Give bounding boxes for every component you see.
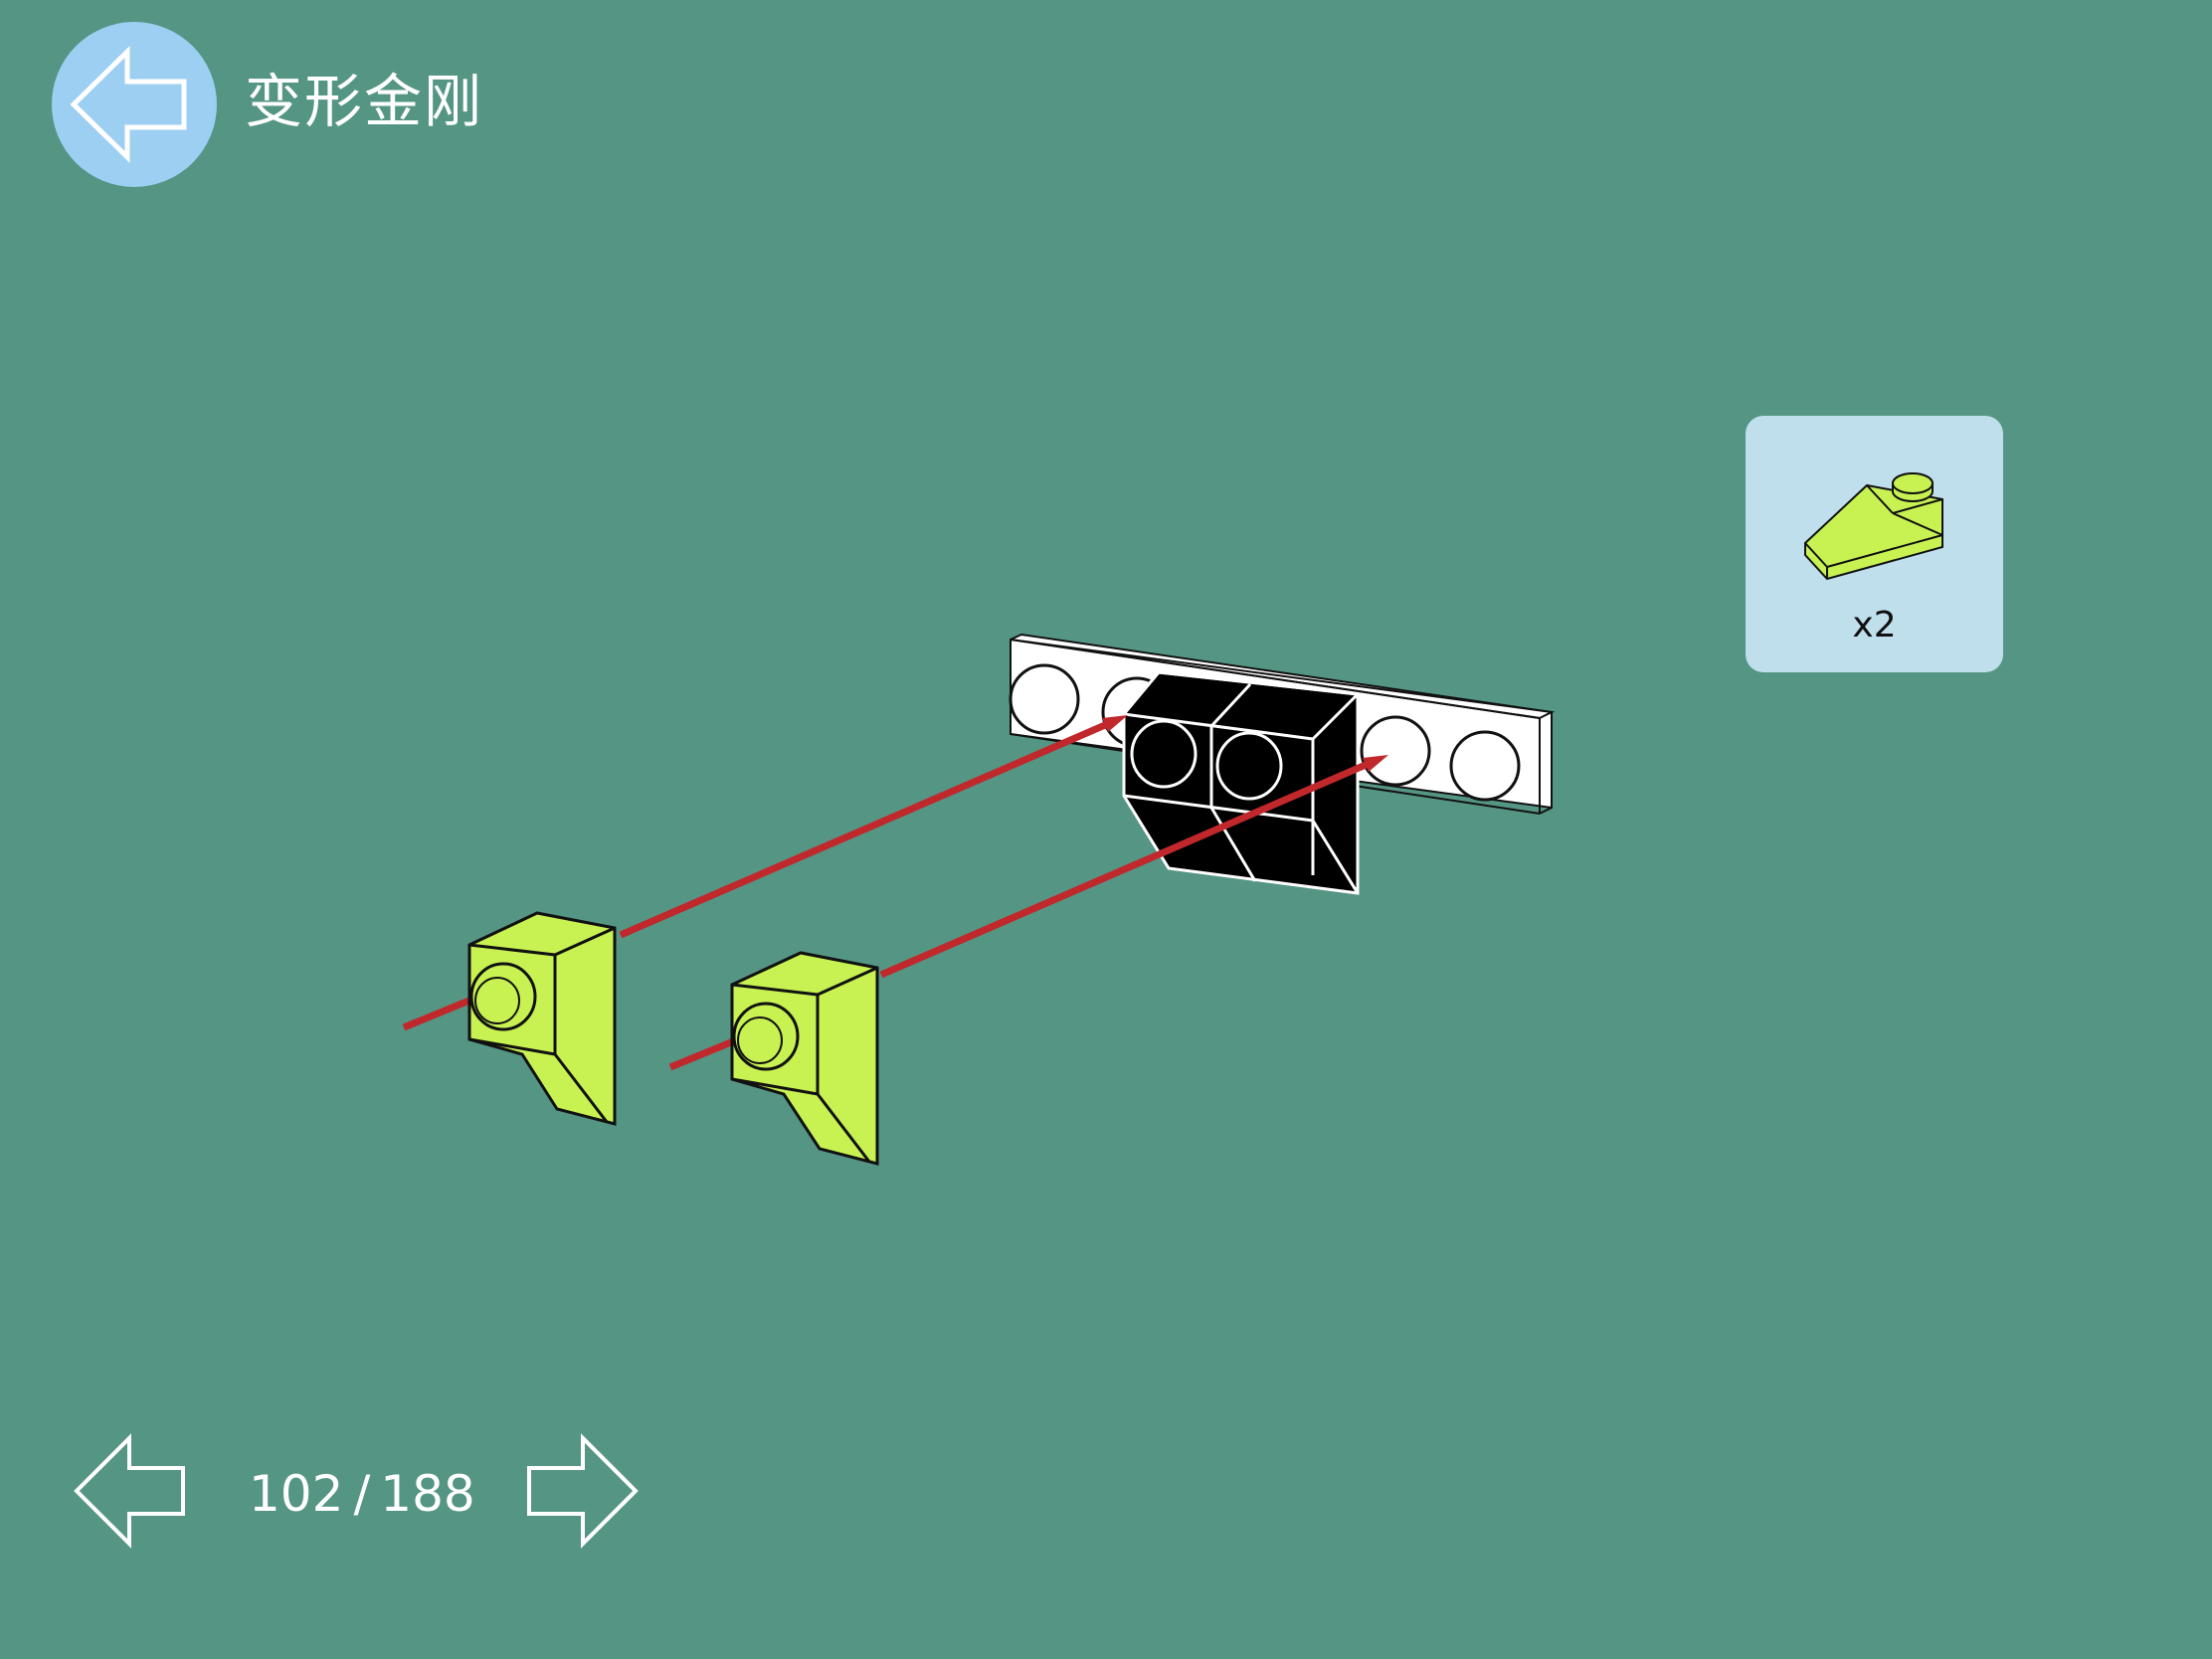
back-arrow-icon bbox=[52, 22, 217, 187]
black-slope-bricks bbox=[1122, 670, 1360, 895]
total-pages: 188 bbox=[380, 1465, 475, 1523]
green-slope-brick-2 bbox=[730, 951, 879, 1166]
page-title: 变形金刚 bbox=[245, 68, 484, 135]
green-slope-part-icon bbox=[1804, 472, 1943, 581]
previous-step-button[interactable] bbox=[72, 1432, 189, 1550]
green-slope-brick-1 bbox=[467, 911, 617, 1126]
parts-list-card: x2 bbox=[1746, 416, 2003, 672]
back-button[interactable] bbox=[40, 10, 229, 199]
white-plate bbox=[1009, 633, 1556, 815]
page-indicator: 102/188 bbox=[249, 1462, 475, 1526]
next-step-button[interactable] bbox=[523, 1432, 641, 1550]
current-page: 102 bbox=[249, 1465, 344, 1523]
page-separator: / bbox=[353, 1465, 371, 1523]
arrow-left-icon bbox=[74, 1433, 185, 1549]
part-quantity: x2 bbox=[1852, 605, 1897, 645]
assembly-guide-arrows bbox=[402, 715, 1388, 1071]
arrow-right-icon bbox=[527, 1433, 639, 1549]
